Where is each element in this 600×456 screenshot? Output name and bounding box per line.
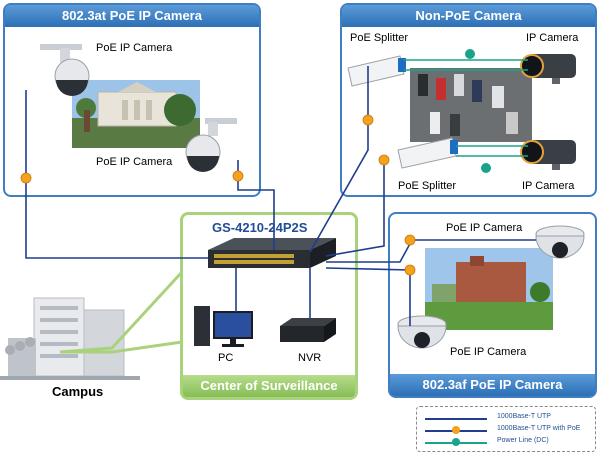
- panel-title: 802.3at PoE IP Camera: [5, 5, 259, 27]
- wire-utp-poe: [325, 160, 385, 257]
- camera-label: IP Camera: [526, 32, 579, 44]
- nvr-icon: [280, 318, 336, 342]
- legend: 1000Base-T UTP 1000Base-T UTP with PoE P…: [416, 406, 596, 452]
- dc-badge-icon: [481, 163, 491, 173]
- legend-text: Power Line (DC): [497, 437, 549, 444]
- poe-badge-icon: [404, 264, 416, 276]
- panel-title: Non-PoE Camera: [342, 5, 595, 27]
- poe-badge-icon: [362, 114, 374, 126]
- switch-model-label: GS-4210-24P2S: [212, 220, 308, 235]
- dome-camera-icon: [535, 225, 585, 259]
- legend-dc-dot-icon: [452, 438, 460, 446]
- ptz-camera-icon: [40, 44, 90, 96]
- campus-building-icon: [0, 297, 140, 380]
- poe-badge-icon: [20, 172, 32, 184]
- dc-badge-icon: [465, 49, 475, 59]
- poe-splitter-icon: [397, 137, 458, 169]
- poe-badge-icon: [404, 234, 416, 246]
- nvr-label: NVR: [298, 352, 322, 364]
- ptz-camera-icon: [185, 118, 237, 172]
- campus-label: Campus: [52, 384, 104, 399]
- wire-utp-poe: [309, 66, 369, 253]
- camera-label: PoE IP Camera: [450, 346, 527, 358]
- panel-title: Center of Surveillance: [183, 375, 355, 397]
- pc-icon: [194, 306, 253, 347]
- poe-splitter-icon: [347, 55, 406, 87]
- wire-utp-poe: [325, 267, 411, 326]
- camera-label: IP Camera: [522, 180, 575, 192]
- wire-utp-poe: [237, 160, 275, 250]
- ip-camera-icon: [520, 140, 576, 170]
- legend-row-utp: 1000Base-T UTP: [425, 413, 591, 425]
- poe-badge-icon: [232, 170, 244, 182]
- splitter-label: PoE Splitter: [398, 180, 457, 192]
- dome-camera-icon: [397, 315, 447, 349]
- camera-label: PoE IP Camera: [96, 156, 173, 168]
- wire-utp-poe: [326, 239, 536, 263]
- panel-802-3at-camera: 802.3at PoE IP Camera: [3, 3, 261, 197]
- splitter-label: PoE Splitter: [350, 32, 409, 44]
- legend-row-utp-poe: 1000Base-T UTP with PoE: [425, 425, 591, 437]
- legend-text: 1000Base-T UTP: [497, 413, 551, 420]
- camera-label: PoE IP Camera: [446, 222, 523, 234]
- campus-building-photo: [425, 248, 553, 330]
- poe-badge-icon: [378, 154, 390, 166]
- pc-label: PC: [218, 352, 234, 364]
- legend-row-power-line: Power Line (DC): [425, 437, 591, 449]
- campus-photo: [72, 80, 200, 148]
- legend-poe-dot-icon: [452, 426, 460, 434]
- wire-utp-poe: [25, 90, 208, 259]
- camera-label: PoE IP Camera: [96, 42, 173, 54]
- parking-lot-photo: [410, 68, 532, 142]
- legend-swatch-utp: [425, 418, 487, 420]
- switch-icon: [208, 238, 336, 268]
- legend-text: 1000Base-T UTP with PoE: [497, 425, 581, 432]
- panel-title: 802.3af PoE IP Camera: [390, 374, 595, 396]
